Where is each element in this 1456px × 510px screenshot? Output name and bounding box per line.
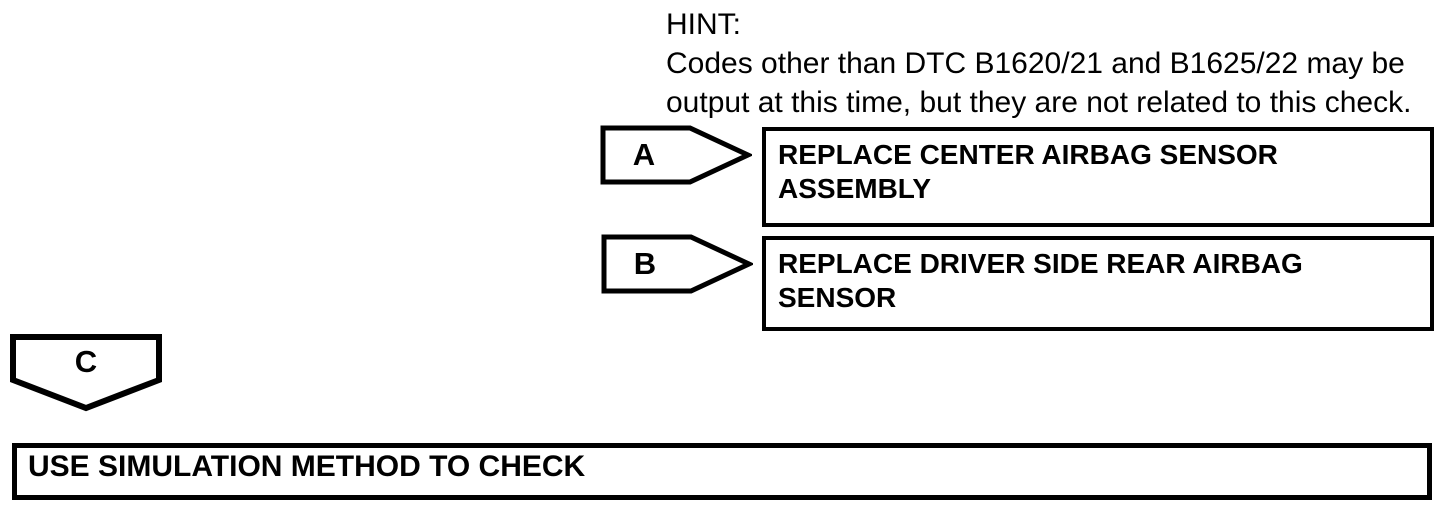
- branch-a-label: A: [632, 137, 656, 172]
- hint-line-2: output at this time, but they are not re…: [666, 86, 1412, 119]
- branch-a-connector: A: [600, 125, 752, 185]
- hint-line-1: Codes other than DTC B1620/21 and B1625/…: [666, 47, 1405, 80]
- action-c-text: USE SIMULATION METHOD TO CHECK: [28, 450, 586, 483]
- hint-title: HINT:: [666, 8, 741, 41]
- right-arrow-icon: [600, 125, 752, 185]
- action-box-a: REPLACE CENTER AIRBAG SENSOR ASSEMBLY: [762, 127, 1434, 227]
- action-a-text: REPLACE CENTER AIRBAG SENSOR ASSEMBLY: [778, 139, 1278, 204]
- down-pointer-icon: [10, 334, 162, 412]
- branch-b-label: B: [633, 246, 657, 281]
- hint-block: HINT: Codes other than DTC B1620/21 and …: [666, 5, 1456, 122]
- branch-c-label: C: [74, 344, 98, 379]
- action-b-text: REPLACE DRIVER SIDE REAR AIRBAG SENSOR: [778, 248, 1303, 313]
- action-box-c: USE SIMULATION METHOD TO CHECK: [12, 443, 1432, 500]
- action-box-b: REPLACE DRIVER SIDE REAR AIRBAG SENSOR: [762, 236, 1434, 331]
- branch-b-connector: B: [601, 234, 753, 294]
- right-arrow-icon: [601, 234, 753, 294]
- branch-c-connector: C: [10, 334, 162, 412]
